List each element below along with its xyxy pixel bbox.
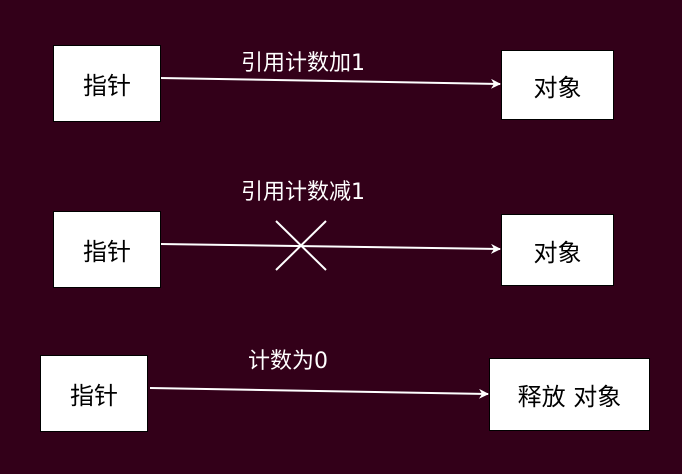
pointer-node-1-label: 指针 bbox=[83, 72, 131, 100]
edge-label-3: 计数为0 bbox=[248, 349, 328, 374]
object-node-2-label: 对象 bbox=[533, 238, 582, 267]
released-object-node: 释放 对象 bbox=[489, 358, 650, 431]
pointer-node-1: 指针 bbox=[53, 45, 161, 122]
edge-arrow-1 bbox=[159, 77, 501, 89]
pointer-node-3: 指针 bbox=[40, 355, 148, 432]
pointer-node-2: 指针 bbox=[53, 211, 161, 288]
pointer-node-2-label: 指针 bbox=[83, 238, 131, 266]
object-node-1: 对象 bbox=[501, 50, 614, 120]
edge-arrow-2 bbox=[159, 243, 501, 254]
edge-arrow-3 bbox=[149, 387, 489, 399]
pointer-node-3-label: 指针 bbox=[70, 382, 118, 410]
object-node-1-label: 对象 bbox=[533, 73, 582, 102]
edge-label-2: 引用计数减1 bbox=[241, 180, 365, 205]
cross-mark bbox=[275, 220, 327, 271]
released-object-node-label: 释放 对象 bbox=[517, 383, 622, 411]
object-node-2: 对象 bbox=[501, 214, 614, 286]
edge-label-1: 引用计数加1 bbox=[241, 51, 365, 76]
